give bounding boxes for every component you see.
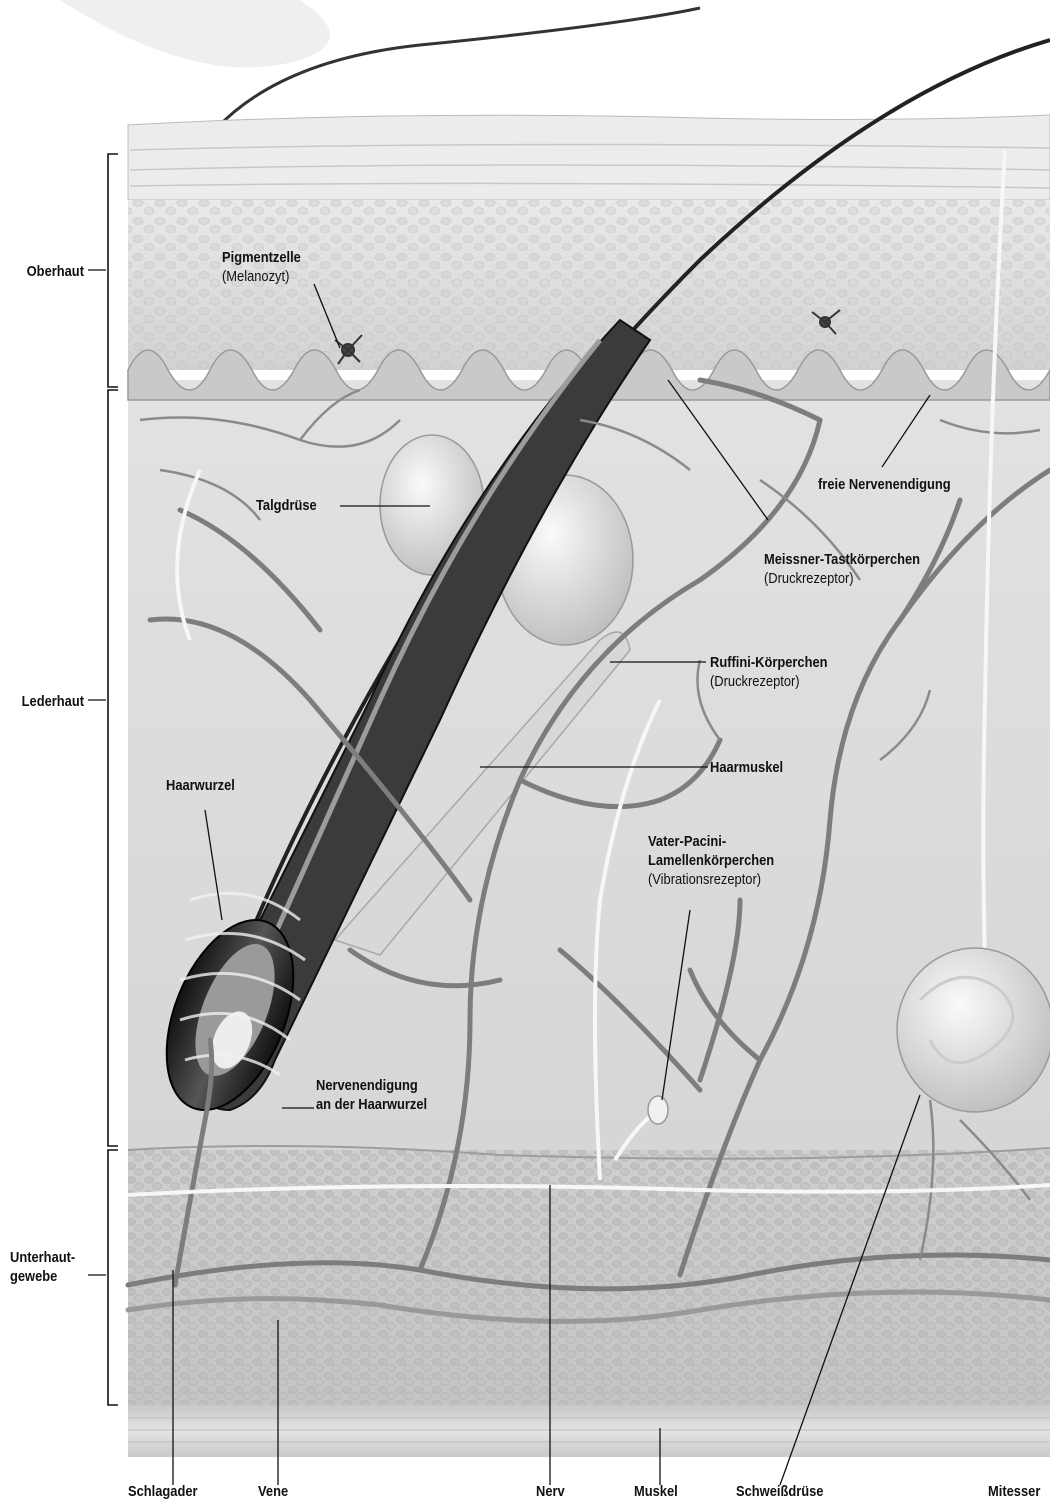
horny-layer (128, 115, 1050, 200)
pacini-corpuscle (648, 1096, 668, 1124)
label-dermis: Lederhaut (12, 692, 84, 711)
label-hair-root-nerve-ending: Nervenendigungan der Haarwurzel (316, 1076, 427, 1114)
muscle-layer (128, 1405, 1050, 1457)
label-sebaceous-gland: Talgdrüse (256, 496, 317, 515)
label-ruffini: Ruffini-Körperchen(Druckrezeptor) (710, 653, 828, 691)
label-muscle: Muskel (634, 1482, 678, 1501)
sweat-gland (897, 948, 1050, 1112)
label-hair-root: Haarwurzel (166, 776, 235, 795)
label-subcutis: Unterhaut-gewebe (10, 1248, 75, 1286)
label-pacini: Vater-Pacini-Lamellenkörperchen(Vibratio… (648, 832, 774, 889)
label-free-nerve-ending: freie Nervenendigung (818, 475, 951, 494)
surface-hair (60, 0, 700, 130)
label-sweat-gland: Schweißdrüse (736, 1482, 823, 1501)
label-epidermis: Oberhaut (12, 262, 84, 281)
label-vein: Vene (258, 1482, 288, 1501)
label-hair-muscle: Haarmuskel (710, 758, 783, 777)
label-pigment-cell: Pigmentzelle(Melanozyt) (222, 248, 301, 286)
label-artery: Schlagader (128, 1482, 198, 1501)
label-blackhead: Mitesser (988, 1482, 1040, 1501)
label-nerve: Nerv (536, 1482, 565, 1501)
layer-brackets (108, 154, 118, 1405)
label-meissner: Meissner-Tastkörperchen(Druckrezeptor) (764, 550, 920, 588)
